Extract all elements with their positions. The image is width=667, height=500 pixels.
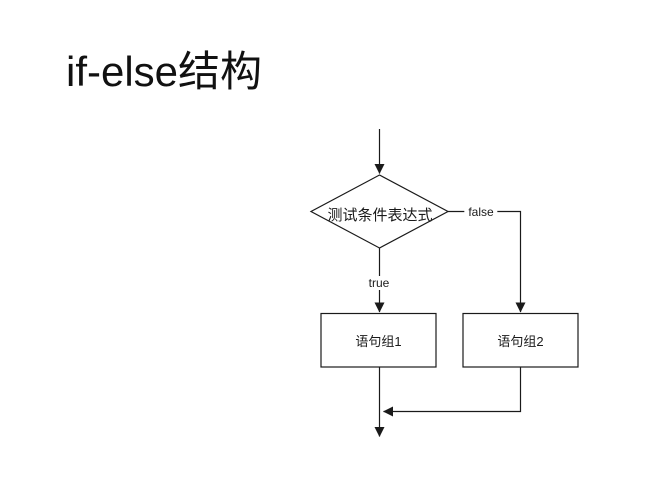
false-branch-arrow [448,210,526,313]
merge-arrow [383,367,522,417]
condition-label: 测试条件表达式 [327,207,433,224]
page-title: if-else结构 [66,48,263,95]
statement-box-2 [462,312,579,368]
false-branch-label: false [464,205,498,219]
statement-box-1-label: 语句组1 [355,333,402,349]
statement-box-1 [320,312,437,368]
statement-box-2-label: 语句组2 [497,333,544,349]
true-branch-label: true [365,276,393,290]
